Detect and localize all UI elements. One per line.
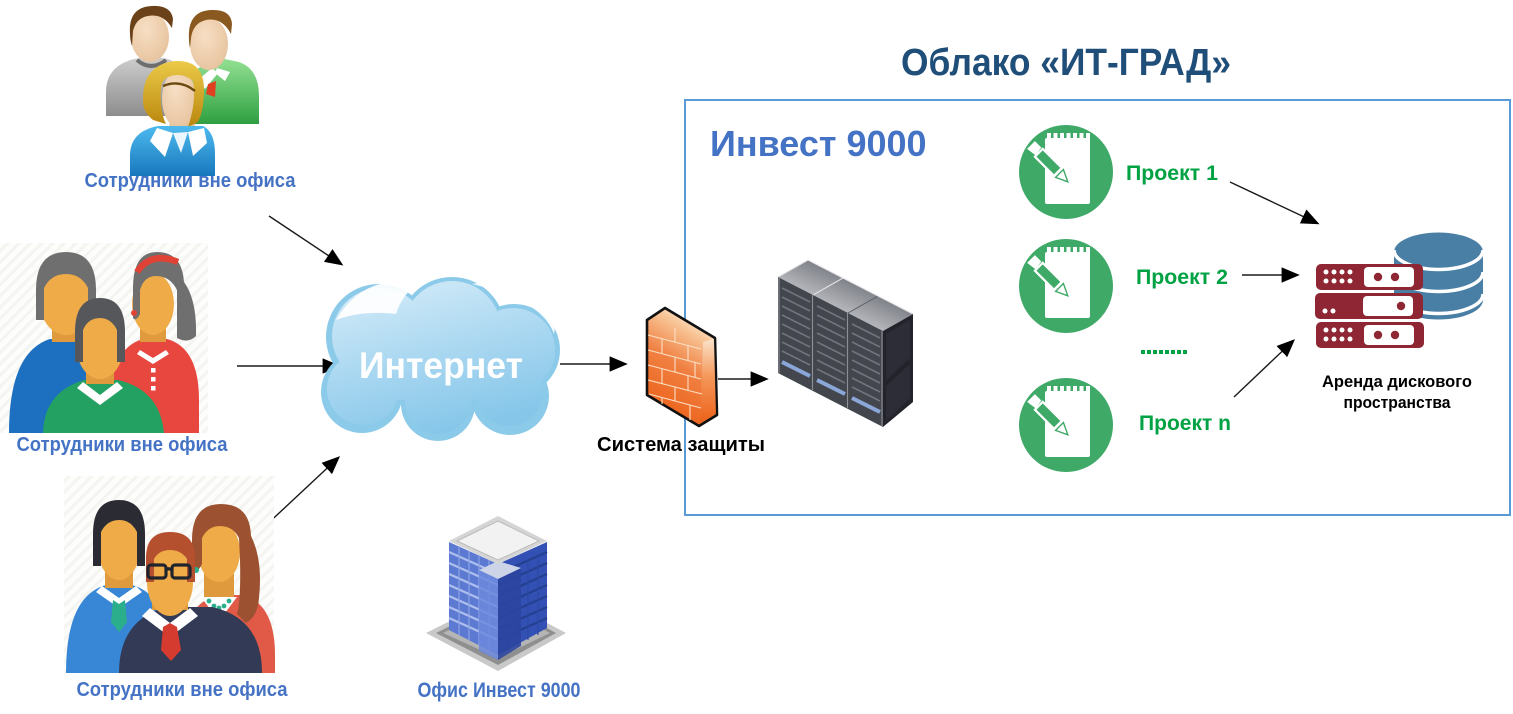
svg-text:Инвест 9000: Инвест 9000: [710, 123, 927, 164]
svg-text:Аренда дискового: Аренда дискового: [1322, 372, 1472, 391]
svg-text:Облако «ИТ-ГРАД»: Облако «ИТ-ГРАД»: [901, 42, 1231, 84]
svg-text:Сотрудники вне офиса: Сотрудники вне офиса: [77, 679, 289, 701]
svg-text:Сотрудники вне офиса: Сотрудники вне офиса: [85, 170, 297, 192]
svg-text:Офис Инвест 9000: Офис Инвест 9000: [418, 679, 581, 702]
svg-text:Проект 1: Проект 1: [1126, 162, 1218, 185]
svg-text:Проект n: Проект n: [1139, 412, 1231, 435]
svg-text:Интернет: Интернет: [359, 345, 523, 386]
svg-text:Сотрудники вне офиса: Сотрудники вне офиса: [17, 434, 229, 456]
svg-text:Проект 2: Проект 2: [1136, 266, 1228, 289]
svg-text:Система защиты: Система защиты: [597, 434, 765, 456]
svg-text:пространства: пространства: [1344, 393, 1451, 412]
